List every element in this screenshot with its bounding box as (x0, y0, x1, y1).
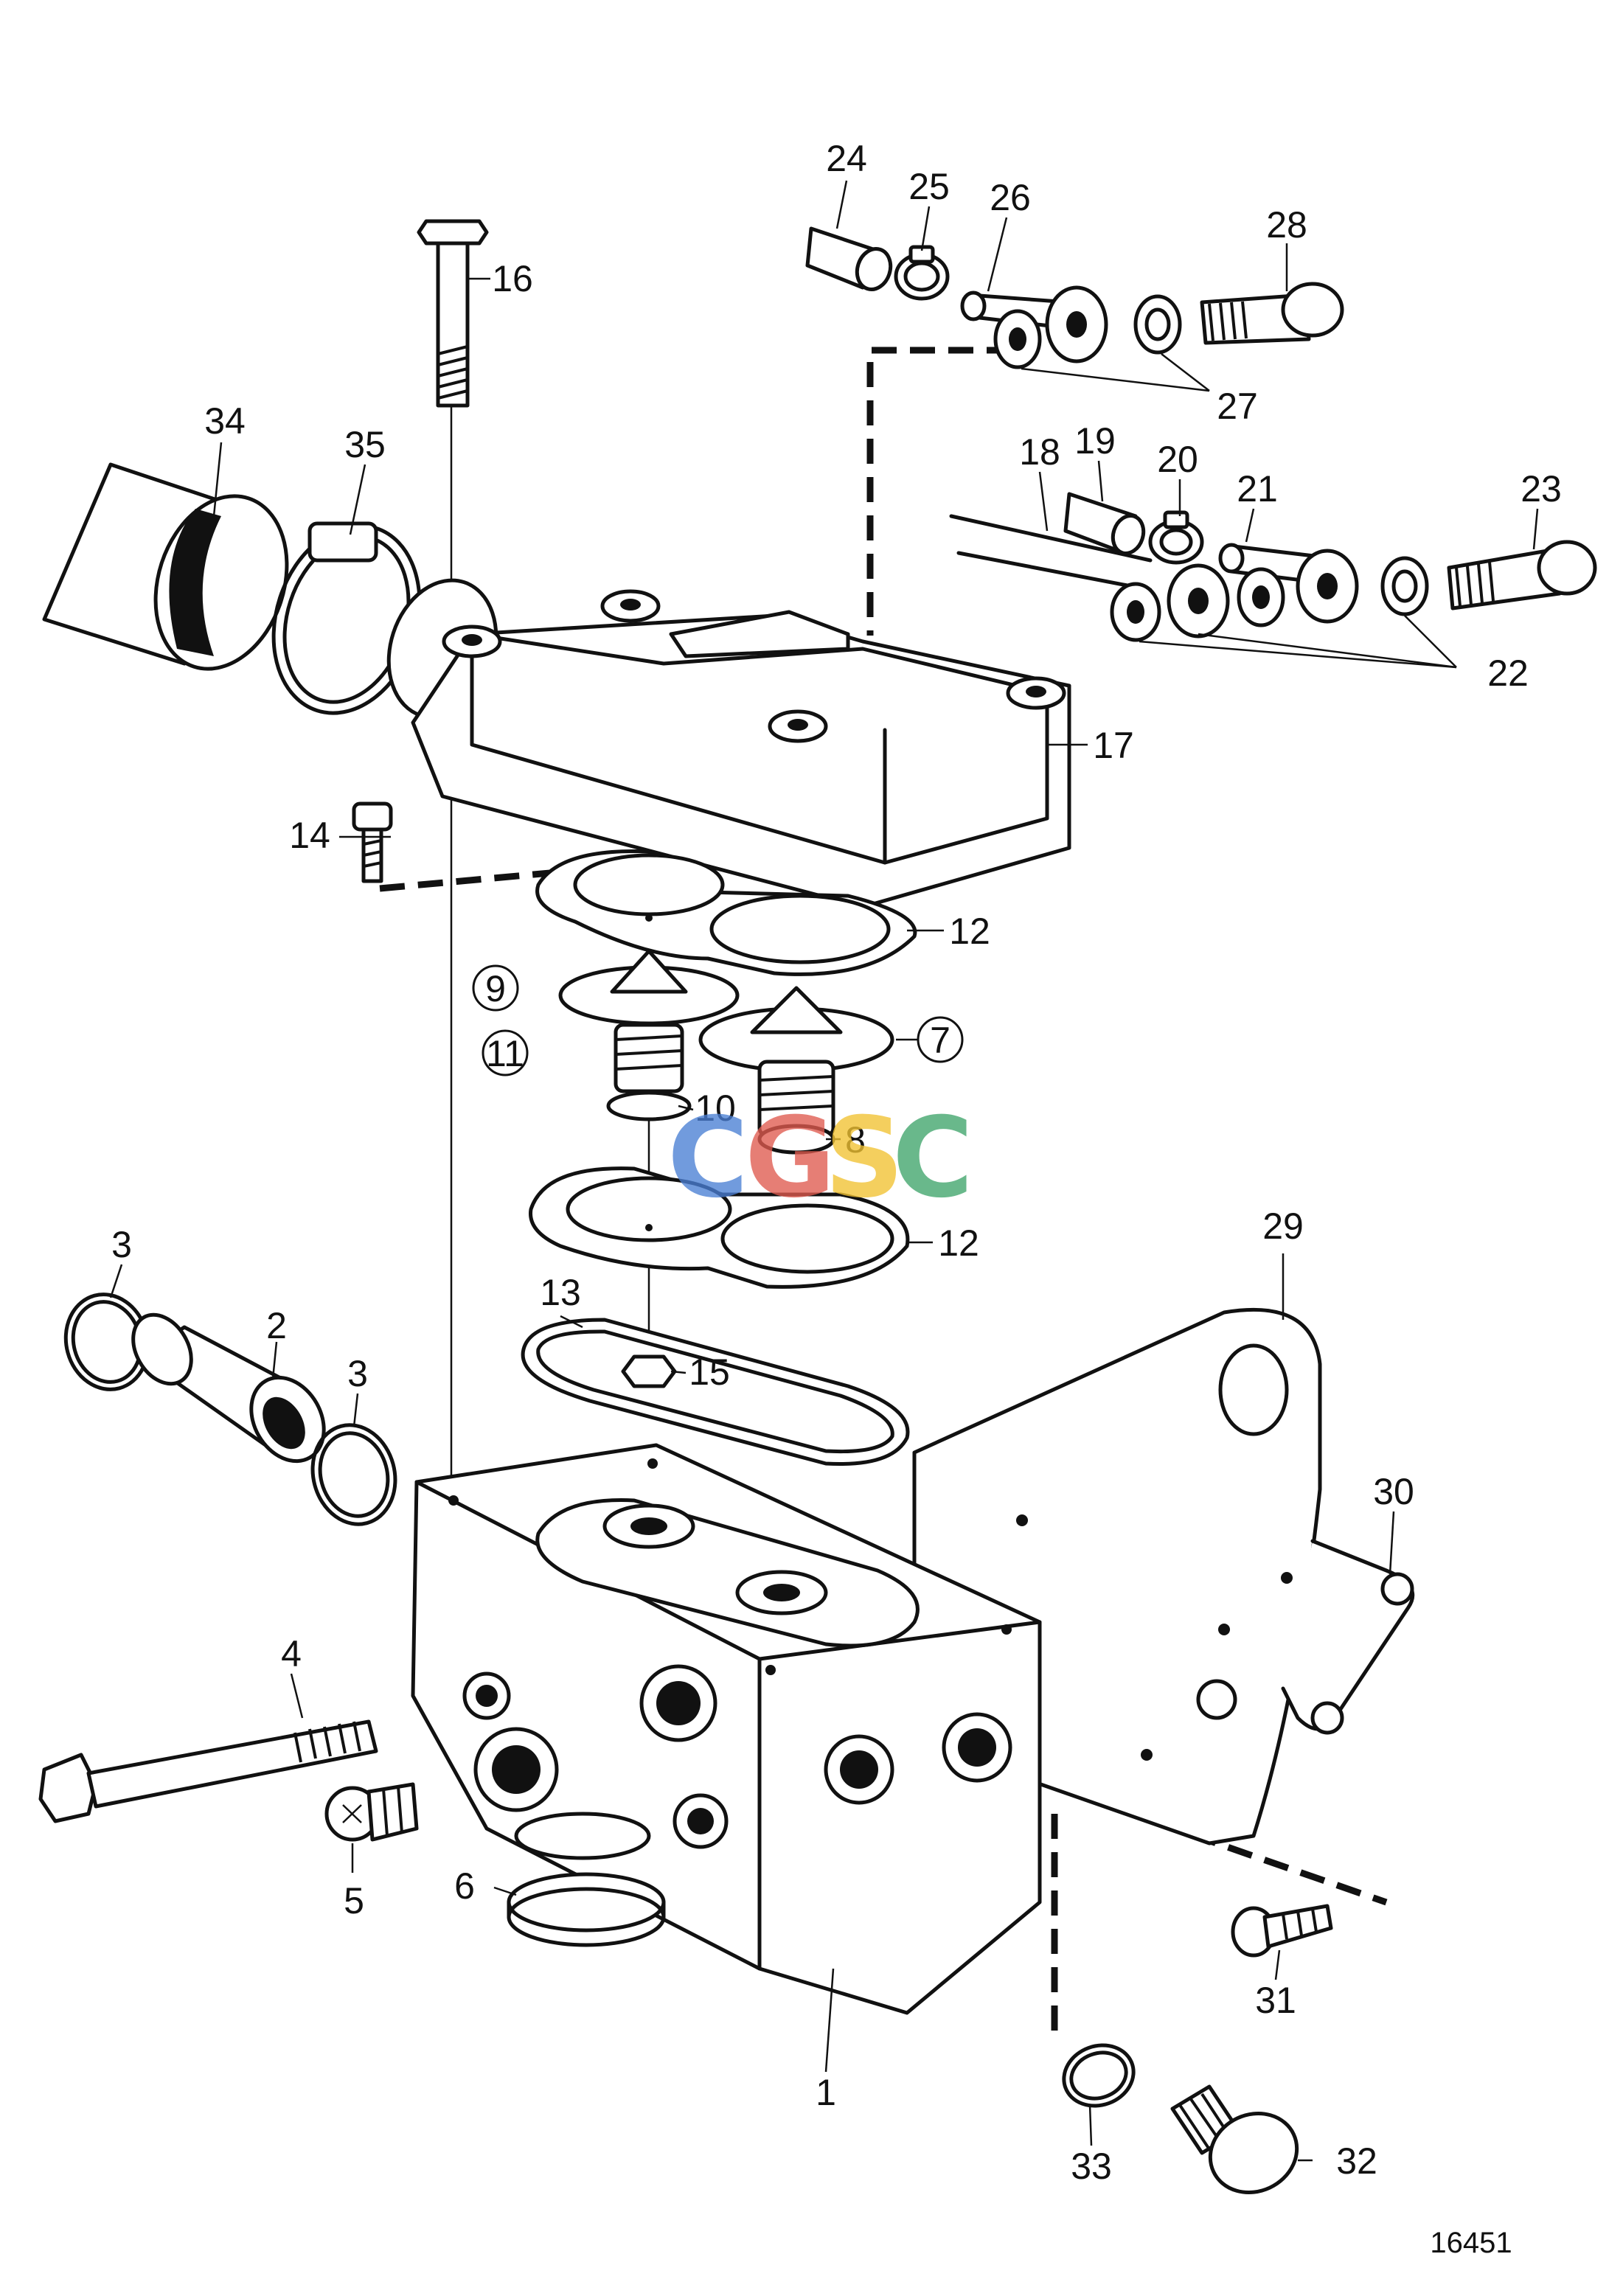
figure-number: 16451 (1430, 2227, 1512, 2259)
screw-14 (352, 801, 393, 883)
washer-22-d (1380, 556, 1429, 616)
banjo-bolt-28 (1200, 282, 1344, 345)
thermostat-housing-cover-17 (386, 578, 1071, 909)
thermostat-7 (698, 986, 894, 1155)
washer-22-a (1110, 582, 1161, 642)
strap-30 (1281, 1539, 1415, 1735)
bolt-4 (38, 1719, 378, 1823)
callout-label-22: 22 (1487, 653, 1529, 694)
callout-label-29: 29 (1262, 1206, 1304, 1247)
washer-27-a (993, 309, 1042, 369)
callout-label-10: 10 (695, 1088, 736, 1129)
gasket-12-lower (529, 1166, 910, 1289)
callout-label-4: 4 (281, 1633, 302, 1674)
callout-label-15: 15 (689, 1351, 730, 1393)
callout-label-30: 30 (1373, 1471, 1414, 1512)
washer-22-c (1237, 567, 1285, 627)
washer-27-b (1133, 294, 1182, 355)
watermark-letter-c1: C (667, 1094, 748, 1222)
callout-circle-9 (472, 964, 519, 1012)
callout-label-13: 13 (540, 1272, 581, 1313)
plug-32 (1170, 2084, 1299, 2195)
cgsc-watermark: C G S C (667, 1094, 973, 1222)
callout-label-25: 25 (908, 166, 950, 207)
seal-ring-33 (1062, 2043, 1136, 2108)
gasket-12-upper (535, 849, 917, 976)
callout-label-27: 27 (1217, 386, 1258, 427)
callout-label-14: 14 (289, 815, 330, 856)
watermark-letter-g: G (745, 1094, 835, 1222)
callout-label-3-left: 3 (111, 1224, 132, 1265)
callout-label-19: 19 (1074, 420, 1116, 462)
washer-22-b (1167, 563, 1230, 639)
callout-label-2: 2 (266, 1305, 287, 1346)
watermark-letter-s: S (824, 1094, 904, 1222)
callout-label-32: 32 (1336, 2140, 1377, 2182)
callout-leaders (109, 180, 1539, 2162)
callout-label-20: 20 (1157, 439, 1198, 480)
banjo-bolt-23 (1447, 540, 1597, 610)
callout-label-24: 24 (826, 138, 867, 179)
seal-ring-6 (507, 1872, 666, 1947)
callout-label-35: 35 (344, 424, 386, 465)
callout-label-23: 23 (1521, 468, 1562, 509)
pipe-18 (949, 514, 1153, 592)
callout-circle-11 (482, 1029, 529, 1076)
callout-label-8: 8 (845, 1119, 866, 1161)
pipe-34 (42, 462, 289, 671)
callout-label-12-upper: 12 (949, 911, 990, 952)
callout-label-26: 26 (990, 177, 1031, 218)
callout-label-17: 17 (1093, 725, 1134, 766)
gasket-13 (521, 1318, 910, 1467)
seal-ring-3-right (310, 1423, 397, 1526)
callout-label-11: 11 (486, 1033, 524, 1074)
nut-15 (621, 1354, 677, 1388)
callout-label-7: 7 (930, 1020, 950, 1061)
dashed-guide-26 (866, 347, 1012, 636)
callout-label-31: 31 (1255, 1980, 1296, 2021)
callout-label-3-right: 3 (347, 1353, 368, 1394)
callout-label-1: 1 (816, 2072, 836, 2113)
callout-label-33: 33 (1071, 2146, 1112, 2187)
screw-31 (1231, 1904, 1333, 1958)
thermostat-9 (558, 949, 740, 1121)
callout-label-6: 6 (454, 1865, 475, 1907)
hose-clamp-20 (1148, 510, 1204, 565)
watermark-letter-c2: C (892, 1094, 973, 1222)
callout-label-12-lower: 12 (938, 1222, 979, 1264)
pipe-19 (1063, 492, 1146, 555)
hose-clamp-25 (894, 245, 950, 301)
pipe-24 (805, 226, 893, 291)
callout-label-9: 9 (485, 968, 506, 1009)
callout-label-21: 21 (1237, 468, 1278, 509)
callout-label-34: 34 (204, 400, 246, 442)
bolt-16 (417, 219, 489, 408)
callout-circle-7 (917, 1016, 964, 1063)
sleeve-2 (131, 1312, 326, 1464)
thermostat-housing-body-1 (411, 1443, 1042, 2015)
callout-label-28: 28 (1266, 204, 1307, 246)
callout-label-18: 18 (1019, 431, 1060, 473)
plug-5 (324, 1782, 419, 1842)
callout-label-5: 5 (344, 1880, 364, 1921)
callout-label-16: 16 (492, 258, 533, 299)
